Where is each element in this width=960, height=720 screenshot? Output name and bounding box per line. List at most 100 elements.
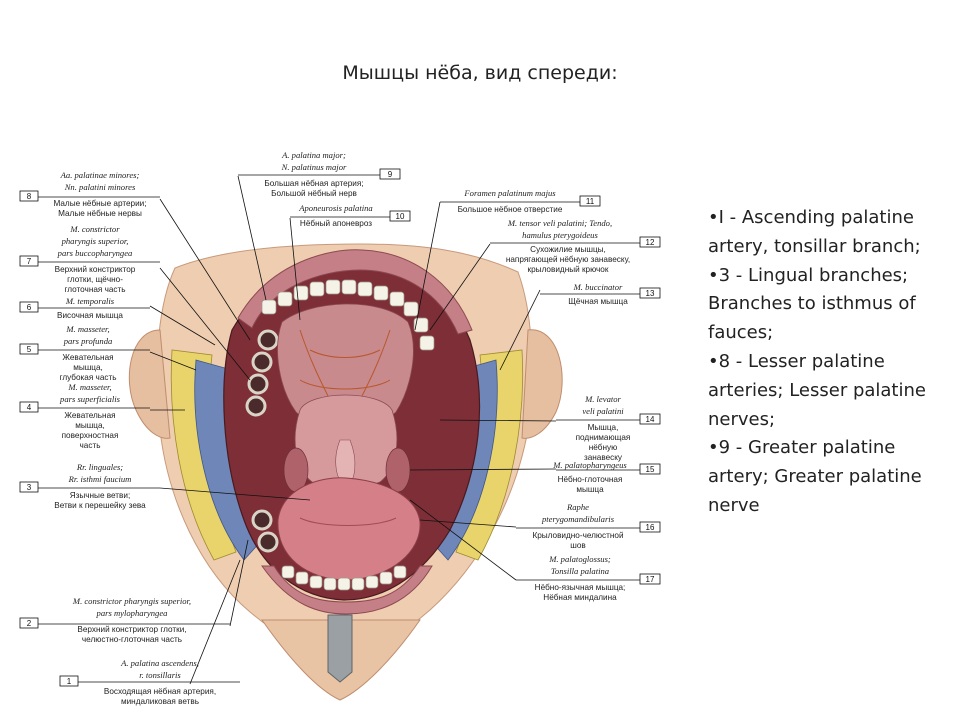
label-latin: Rr. isthmi faucium — [68, 474, 132, 484]
label-number: 1 — [67, 677, 72, 686]
label-russian: Жевательная — [62, 353, 113, 362]
label-russian: Восходящая нёбная артерия, — [104, 687, 216, 696]
label-latin: A. palatina major; — [281, 150, 346, 160]
label-10: 10 Aponeurosis palatina Нёбный апоневроз — [290, 203, 411, 228]
label-latin: pars mylopharyngea — [96, 608, 168, 618]
label-5: 5 M. masseter, pars profunda Жевательная… — [19, 324, 150, 382]
label-russian: Большой нёбный нерв — [271, 189, 357, 198]
label-russian: Верхний констриктор глотки, — [77, 625, 186, 634]
label-russian: Язычные ветви; — [70, 491, 131, 500]
label-russian: мышца, — [75, 421, 105, 430]
label-latin: hamulus pterygoideus — [522, 230, 598, 240]
label-russian: напрягающей нёбную занавеску, — [506, 255, 630, 264]
label-latin: pars profunda — [63, 336, 113, 346]
left-ear — [128, 329, 171, 439]
label-russian: Ветви к перешейку зева — [54, 501, 146, 510]
label-russian: Малые нёбные артерии; — [53, 199, 146, 208]
label-russian: глоточная часть — [64, 285, 125, 294]
label-latin: Tonsilla palatina — [551, 566, 609, 576]
label-latin: pars superficialis — [59, 394, 121, 404]
label-latin: N. palatinus major — [281, 162, 347, 172]
label-latin: M. constrictor pharyngis superior, — [72, 596, 191, 606]
label-latin: pterygomandibularis — [541, 514, 615, 524]
label-russian: Щёчная мышца — [568, 297, 628, 306]
label-6: 6 M. temporalis Височная мышца — [19, 296, 150, 320]
note-item: •8 - Lesser palatine arteries; Lesser pa… — [708, 350, 926, 430]
right-ear — [521, 329, 563, 439]
label-latin: M. levator — [584, 394, 621, 404]
label-latin: pars buccopharyngea — [57, 248, 133, 258]
label-number: 7 — [27, 257, 32, 266]
label-latin: Raphe — [566, 502, 589, 512]
label-13: 13 M. buccinator Щёчная мышца — [540, 282, 661, 306]
label-latin: M. buccinator — [573, 282, 623, 292]
upper-teeth — [261, 279, 435, 351]
note-item: •3 - Lingual branches; Branches to isthm… — [708, 264, 916, 344]
label-12: 12 M. tensor veli palatini; Tendo, hamul… — [490, 218, 661, 274]
label-russian: Крыловидно-челюстной — [532, 531, 623, 540]
label-number: 17 — [646, 575, 655, 584]
label-1: 1 A. palatina ascendens, r. tonsillaris … — [59, 658, 240, 706]
label-latin: A. palatina ascendens, — [120, 658, 199, 668]
label-latin: veli palatini — [582, 406, 624, 416]
label-number: 5 — [27, 345, 32, 354]
label-4: 4 M. masseter, pars superficialis Жевате… — [19, 382, 150, 450]
label-russian: мышца — [576, 485, 604, 494]
label-number: 4 — [27, 403, 32, 412]
label-russian: Сухожилие мышцы, — [530, 245, 606, 254]
label-russian: часть — [80, 441, 101, 450]
label-latin: M. tensor veli palatini; Tendo, — [507, 218, 612, 228]
mouth-illustration — [128, 243, 563, 701]
label-latin: M. temporalis — [65, 296, 115, 306]
left-molars — [245, 329, 279, 553]
label-number: 14 — [646, 415, 655, 424]
label-russian: Нёбная миндалина — [543, 593, 617, 602]
label-number: 9 — [388, 170, 393, 179]
label-number: 2 — [27, 619, 32, 628]
label-russian: глотки, щёчно- — [67, 275, 123, 284]
lower-lip — [261, 565, 433, 615]
label-russian: Верхний констриктор — [55, 265, 136, 274]
label-9: 9 A. palatina major; N. palatinus major … — [238, 150, 401, 198]
leader-lines — [149, 175, 557, 685]
label-latin: Nn. palatini minores — [64, 182, 136, 192]
retractor-clamp — [327, 614, 353, 683]
label-number: 10 — [396, 212, 405, 221]
label-number: 8 — [27, 192, 32, 201]
label-russian: Нёбно-глоточная — [558, 475, 623, 484]
label-russian: нёбную — [589, 443, 618, 452]
label-russian: крыловидный крючок — [528, 265, 609, 274]
label-russian: Большая нёбная артерия; — [264, 179, 363, 188]
note-item: •I - Ascending palatine artery, tonsilla… — [708, 207, 921, 257]
notes-list: •I - Ascending palatine artery, tonsilla… — [708, 204, 948, 521]
label-russian: Малые нёбные нервы — [58, 209, 142, 218]
label-number: 11 — [586, 197, 595, 206]
label-latin: M. masseter, — [67, 382, 111, 392]
label-latin: Rr. linguales; — [76, 462, 123, 472]
label-16: 16 Raphe pterygomandibularis Крыловидно-… — [516, 502, 661, 550]
label-russian: занавеску — [584, 453, 623, 462]
label-number: 15 — [646, 465, 655, 474]
label-latin: Aponeurosis palatina — [298, 203, 372, 213]
palate — [277, 303, 414, 431]
label-11: 11 Foramen palatinum majus Большое нёбно… — [440, 188, 601, 214]
label-latin: r. tonsillaris — [139, 670, 181, 680]
label-3: 3 Rr. linguales; Rr. isthmi faucium Языч… — [19, 462, 160, 510]
label-14: 14 M. levator veli palatini Мышца, подни… — [556, 394, 661, 462]
label-russian: Нёбно-язычная мышца; — [535, 583, 626, 592]
label-russian: Нёбный апоневроз — [300, 219, 372, 228]
label-russian: поднимающая — [576, 433, 631, 442]
label-7: 7 M. constrictor pharyngis superior, par… — [19, 224, 160, 294]
label-number: 12 — [646, 238, 655, 247]
label-latin: M. palatopharyngeus — [552, 460, 627, 470]
label-latin: pharyngis superior, — [61, 236, 129, 246]
palatine-vessels — [299, 329, 391, 401]
label-latin: Aa. palatinae minores; — [60, 170, 140, 180]
label-russian: мышца, — [73, 363, 103, 372]
label-2: 2 M. constrictor pharyngis superior, par… — [19, 596, 230, 644]
label-latin: Foramen palatinum majus — [463, 188, 556, 198]
tongue — [277, 477, 421, 581]
lower-teeth — [281, 565, 407, 591]
label-latin: M. palatoglossus; — [548, 554, 611, 564]
